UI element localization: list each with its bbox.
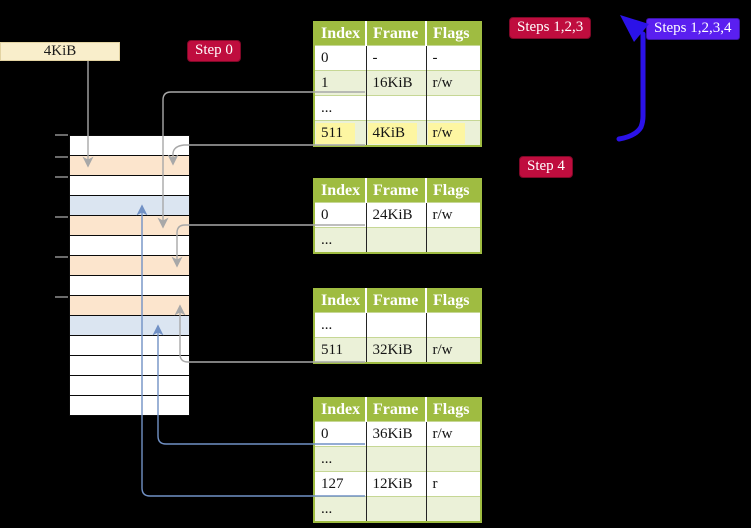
loopback-arrow-head <box>620 15 649 42</box>
table-header-row: Index Frame Flags <box>314 179 481 203</box>
table-header-row: Index Frame Flags <box>314 22 481 46</box>
table-row: ... <box>314 446 481 472</box>
cell-index: 0 <box>314 421 367 447</box>
table-row: ... <box>314 227 481 253</box>
memory-frame-row <box>69 215 190 236</box>
cell-flags: r/w <box>426 337 481 363</box>
cell-frame <box>366 312 427 338</box>
cell-index: ... <box>314 312 367 338</box>
cell-index: ... <box>314 446 367 472</box>
cell-flags <box>426 227 481 253</box>
cell-index: 1 <box>314 70 367 96</box>
cell-flags <box>426 496 481 522</box>
memory-frame-row <box>69 395 190 416</box>
table-row: ... <box>314 312 481 338</box>
page-table-top: Index Frame Flags 0 - - 1 16KiB r/w ... … <box>313 21 482 147</box>
page-table-second: Index Frame Flags 0 24KiB r/w ... <box>313 178 482 254</box>
table-row: ... <box>314 95 481 121</box>
cell-flags: r/w <box>426 202 481 228</box>
frame-size-label: 4KiB <box>0 42 120 61</box>
cell-frame <box>366 446 427 472</box>
badge-steps-1-2-3-4: Steps 1,2,3,4 <box>646 18 740 40</box>
header-frame: Frame <box>366 289 427 313</box>
cell-index: ... <box>314 496 367 522</box>
table-row: 127 12KiB r <box>314 471 481 497</box>
cell-flags: r/w <box>426 70 481 96</box>
memory-frame-row <box>69 335 190 356</box>
memory-frame-row <box>69 175 190 196</box>
header-frame: Frame <box>366 22 427 46</box>
memory-frame-row <box>69 155 190 176</box>
page-table-third: Index Frame Flags ... 511 32KiB r/w <box>313 288 482 364</box>
cell-frame <box>366 227 427 253</box>
header-flags: Flags <box>426 398 481 422</box>
memory-frame-row <box>69 375 190 396</box>
cell-index: 511 <box>314 337 367 363</box>
memory-frame-row <box>69 195 190 216</box>
table-header-row: Index Frame Flags <box>314 289 481 313</box>
page-table-bottom: Index Frame Flags 0 36KiB r/w ... 127 12… <box>313 397 482 523</box>
cell-frame: 24KiB <box>366 202 427 228</box>
cell-index: 511 <box>314 120 367 146</box>
highlight-mark: 511 <box>316 122 355 144</box>
memory-frame-row <box>69 255 190 276</box>
cell-frame: - <box>366 45 427 71</box>
highlight-mark: 4KiB <box>367 122 418 144</box>
arrow-table1-row511-to-frame <box>167 144 365 166</box>
memory-frame-row <box>69 295 190 316</box>
header-index: Index <box>314 22 367 46</box>
table-row: 0 24KiB r/w <box>314 202 481 228</box>
cell-index: ... <box>314 227 367 253</box>
badge-step-0: Step 0 <box>187 40 241 62</box>
cell-flags <box>426 95 481 121</box>
cell-index: 0 <box>314 45 367 71</box>
header-index: Index <box>314 179 367 203</box>
cell-frame: 12KiB <box>366 471 427 497</box>
header-frame: Frame <box>366 398 427 422</box>
loopback-arrow-shaft <box>616 31 646 142</box>
header-index: Index <box>314 398 367 422</box>
loopback-arrow <box>616 15 649 142</box>
memory-frame-row <box>69 315 190 336</box>
memory-frame-row <box>69 355 190 376</box>
cell-flags: r/w <box>426 120 481 146</box>
cell-flags <box>426 446 481 472</box>
header-flags: Flags <box>426 289 481 313</box>
cell-frame: 36KiB <box>366 421 427 447</box>
memory-frame-row <box>69 235 190 256</box>
physical-memory-stack <box>69 135 190 416</box>
highlight-mark: r/w <box>427 122 465 144</box>
memory-frame-row <box>69 135 190 156</box>
table-row: 0 36KiB r/w <box>314 421 481 447</box>
cell-frame: 32KiB <box>366 337 427 363</box>
header-index: Index <box>314 289 367 313</box>
table-header-row: Index Frame Flags <box>314 398 481 422</box>
badge-step-4: Step 4 <box>519 156 573 178</box>
cell-frame <box>366 496 427 522</box>
badge-steps-1-2-3: Steps 1,2,3 <box>509 17 592 39</box>
memory-tick-marks <box>55 134 68 298</box>
cell-index: 127 <box>314 471 367 497</box>
memory-frame-row <box>69 275 190 296</box>
cell-flags: - <box>426 45 481 71</box>
table-row: 0 - - <box>314 45 481 71</box>
cell-frame <box>366 95 427 121</box>
table-row-highlighted: 511 4KiB r/w <box>314 120 481 146</box>
cell-index: ... <box>314 95 367 121</box>
cell-flags <box>426 312 481 338</box>
table-row: 1 16KiB r/w <box>314 70 481 96</box>
table-row: ... <box>314 496 481 522</box>
cell-flags: r/w <box>426 421 481 447</box>
header-flags: Flags <box>426 179 481 203</box>
cell-index: 0 <box>314 202 367 228</box>
table-row: 511 32KiB r/w <box>314 337 481 363</box>
cell-frame: 4KiB <box>366 120 427 146</box>
cell-frame: 16KiB <box>366 70 427 96</box>
header-frame: Frame <box>366 179 427 203</box>
header-flags: Flags <box>426 22 481 46</box>
cell-flags: r <box>426 471 481 497</box>
